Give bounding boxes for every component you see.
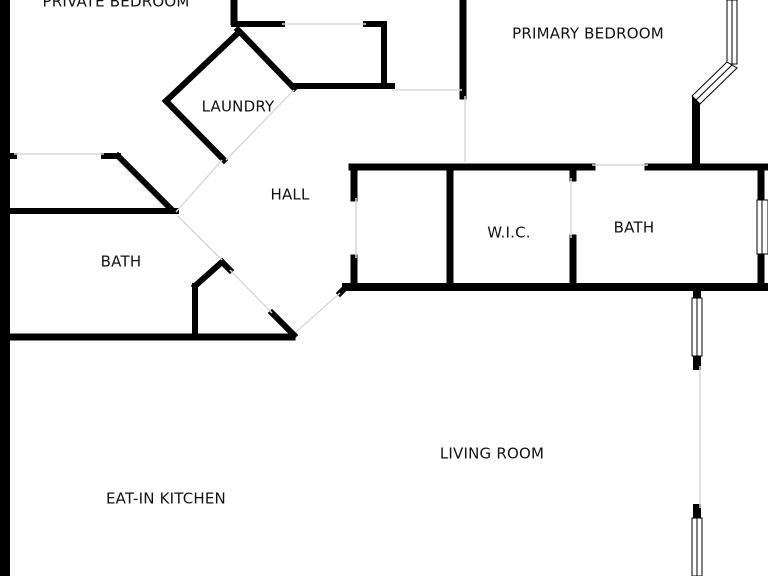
windows xyxy=(691,0,768,576)
label-laundry: LAUNDRY xyxy=(202,98,275,116)
opening-living-diag xyxy=(295,292,341,333)
wall-bath-diag-bottom xyxy=(267,308,299,340)
label-wic: W.I.C. xyxy=(487,224,531,242)
label-bath-right: BATH xyxy=(614,219,655,237)
opening-hall-bottom-diag xyxy=(229,269,273,314)
wall-closet-diag xyxy=(113,151,177,215)
label-primary-bedroom: PRIMARY BEDROOM xyxy=(512,25,664,43)
room-labels: PRIVATE BEDROOM PRIMARY BEDROOM LAUNDRY … xyxy=(43,0,664,508)
label-hall: HALL xyxy=(270,186,309,204)
opening-bath-door xyxy=(175,159,223,213)
wall-bath-door-stub xyxy=(217,257,235,275)
wall-hall-diag-bottom-right xyxy=(335,282,351,298)
wall-laundry-diag-upper xyxy=(233,25,299,93)
label-eat-in-kitchen: EAT-IN KITCHEN xyxy=(106,490,226,508)
wall-laundry-diag-lower xyxy=(161,96,229,165)
wall-laundry-diag-left xyxy=(161,28,243,106)
opening-bath-diag xyxy=(177,215,223,261)
wall-bath-inner-diag xyxy=(190,257,227,291)
label-private-bedroom: PRIVATE BEDROOM xyxy=(43,0,190,11)
opening-laundry-door xyxy=(225,89,295,161)
label-bath-left: BATH xyxy=(101,253,142,271)
openings xyxy=(14,23,701,508)
label-living-room: LIVING ROOM xyxy=(440,445,544,463)
